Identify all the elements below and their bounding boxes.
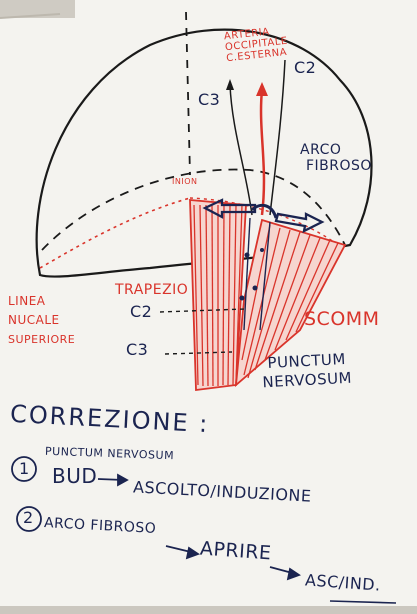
trapezio-muscle	[189, 199, 247, 392]
c3-dashed-line	[164, 351, 233, 355]
linea-line2: NUCALE	[8, 313, 60, 327]
arco-line1: ARCO	[300, 142, 342, 158]
arco-line2: FIBROSO	[306, 158, 372, 174]
trapezio-label: TRAPEZIO	[115, 282, 189, 298]
arco-fibroso-label: ARCO FIBROSO	[300, 142, 372, 174]
item2-number: 2	[23, 508, 34, 527]
c3-arrowhead	[226, 79, 234, 90]
c2-mid-label: C2	[130, 302, 153, 321]
inion-label: INION	[172, 177, 198, 186]
scom-muscle	[234, 218, 347, 388]
arteria-occipitale-line	[259, 89, 266, 216]
arteria-arrowhead	[256, 82, 268, 96]
linea-nucale-dotted	[39, 197, 191, 269]
midline-dashed	[185, 11, 191, 176]
c2-top-label: C2	[294, 58, 317, 77]
linea-line1: LINEA	[8, 294, 46, 308]
scomm-label: SCOMM	[304, 308, 380, 330]
c3-top-label: C3	[198, 90, 221, 109]
c2-dashed-line	[159, 308, 246, 313]
item1-number: 1	[19, 459, 30, 478]
note-arrows	[97, 473, 301, 581]
c2-nerve-line	[269, 59, 286, 216]
c3-nerve-line	[229, 84, 253, 216]
arco-fibroso-arrows	[202, 198, 325, 234]
linea-line3: SUPERIORE	[8, 333, 76, 346]
skull-outline	[35, 28, 373, 278]
c3-mid-label: C3	[126, 340, 149, 359]
linea-nucale-label: LINEA NUCALE SUPERIORE	[8, 292, 75, 349]
punctum-nervosum-label: PUNCTUM NERVOSUM	[261, 350, 352, 393]
arteria-label: ARTERIA OCCIPITALE C.ESTERNA	[223, 25, 289, 65]
item1-circle	[11, 456, 37, 482]
occipital-dashed-curve	[41, 168, 346, 251]
item2-circle	[16, 506, 42, 532]
item1-subject: BUD	[52, 464, 98, 488]
